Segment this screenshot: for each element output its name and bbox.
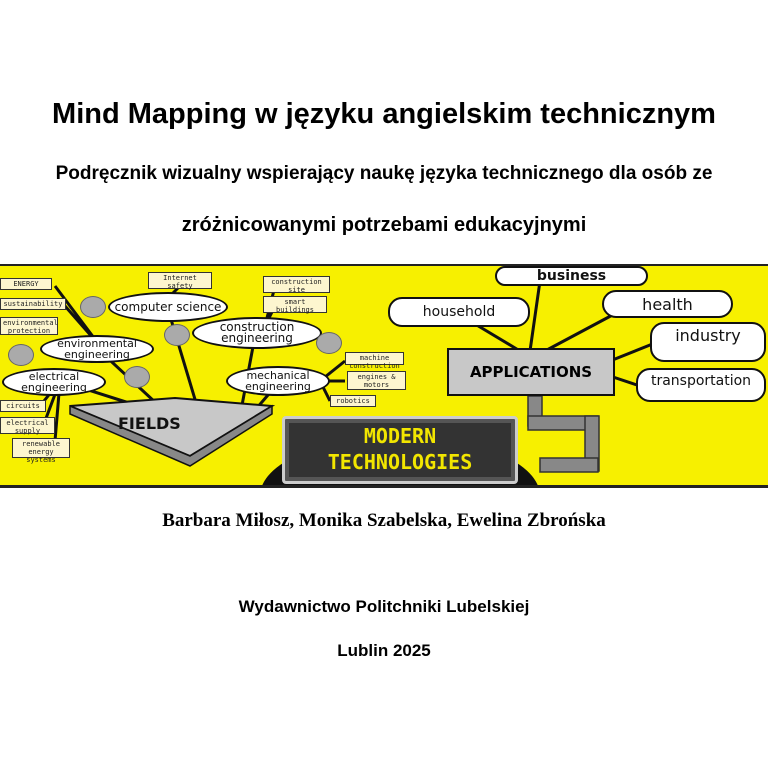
field-construction-engineering: construction engineering <box>192 317 322 349</box>
robot-arm-icon <box>316 332 342 354</box>
topic-internet-safety: Internet safety <box>148 272 212 290</box>
topic-machine-construction: machine construction <box>345 352 404 370</box>
field-electrical-engineering: electrical engineering <box>2 368 106 396</box>
screen-line-2: TECHNOLOGIES <box>327 450 473 474</box>
field-environmental-engineering: environmental engineering <box>40 335 154 363</box>
book-title: Mind Mapping w języku angielskim technic… <box>52 98 716 130</box>
topic-circuits: circuits <box>0 400 46 412</box>
app-industry: industry <box>650 322 766 362</box>
subtitle-line-1: Podręcznik wizualny wspierający naukę ję… <box>55 163 713 184</box>
topic-sustainability: sustainability <box>0 298 66 310</box>
app-business: business <box>495 266 648 286</box>
topic-engines-motors: engines & motors <box>347 371 406 390</box>
fields-label: FIELDS <box>118 414 181 433</box>
laptop-icon <box>80 296 106 318</box>
topic-energy: ENERGY <box>0 278 52 290</box>
authors: Barbara Miłosz, Monika Szabelska, Ewelin… <box>162 510 606 531</box>
topic-renewable-energy: renewable energy systems <box>12 438 70 464</box>
topic-smart-buildings: smart buildings <box>263 296 327 314</box>
place-year: Lublin 2025 <box>337 641 431 660</box>
publisher: Wydawnictwo Politchniki Lubelskiej <box>238 597 530 616</box>
field-computer-science: computer science <box>108 292 228 322</box>
house-icon <box>164 324 190 346</box>
app-household: household <box>388 297 530 327</box>
monitor: MODERN TECHNOLOGIES <box>282 416 518 484</box>
app-transportation: transportation <box>636 368 766 402</box>
topic-robotics: robotics <box>330 395 376 407</box>
subtitle-line-2: zróżnicowanymi potrzebami edukacyjnymi <box>181 214 587 236</box>
app-health: health <box>602 290 733 318</box>
screen-line-1: MODERN <box>363 424 437 448</box>
field-mechanical-engineering: mechanical engineering <box>226 366 330 396</box>
topic-environmental-protection: environmental protection <box>0 317 58 335</box>
topic-electrical-supply: electrical supply <box>0 417 55 435</box>
applications-box: APPLICATIONS <box>447 348 615 396</box>
power-pylon-icon <box>8 344 34 366</box>
topic-construction-site: construction site <box>263 276 330 294</box>
wind-turbine-icon <box>124 366 150 388</box>
mind-map-illustration: ENERGY sustainability environmental prot… <box>0 264 768 488</box>
